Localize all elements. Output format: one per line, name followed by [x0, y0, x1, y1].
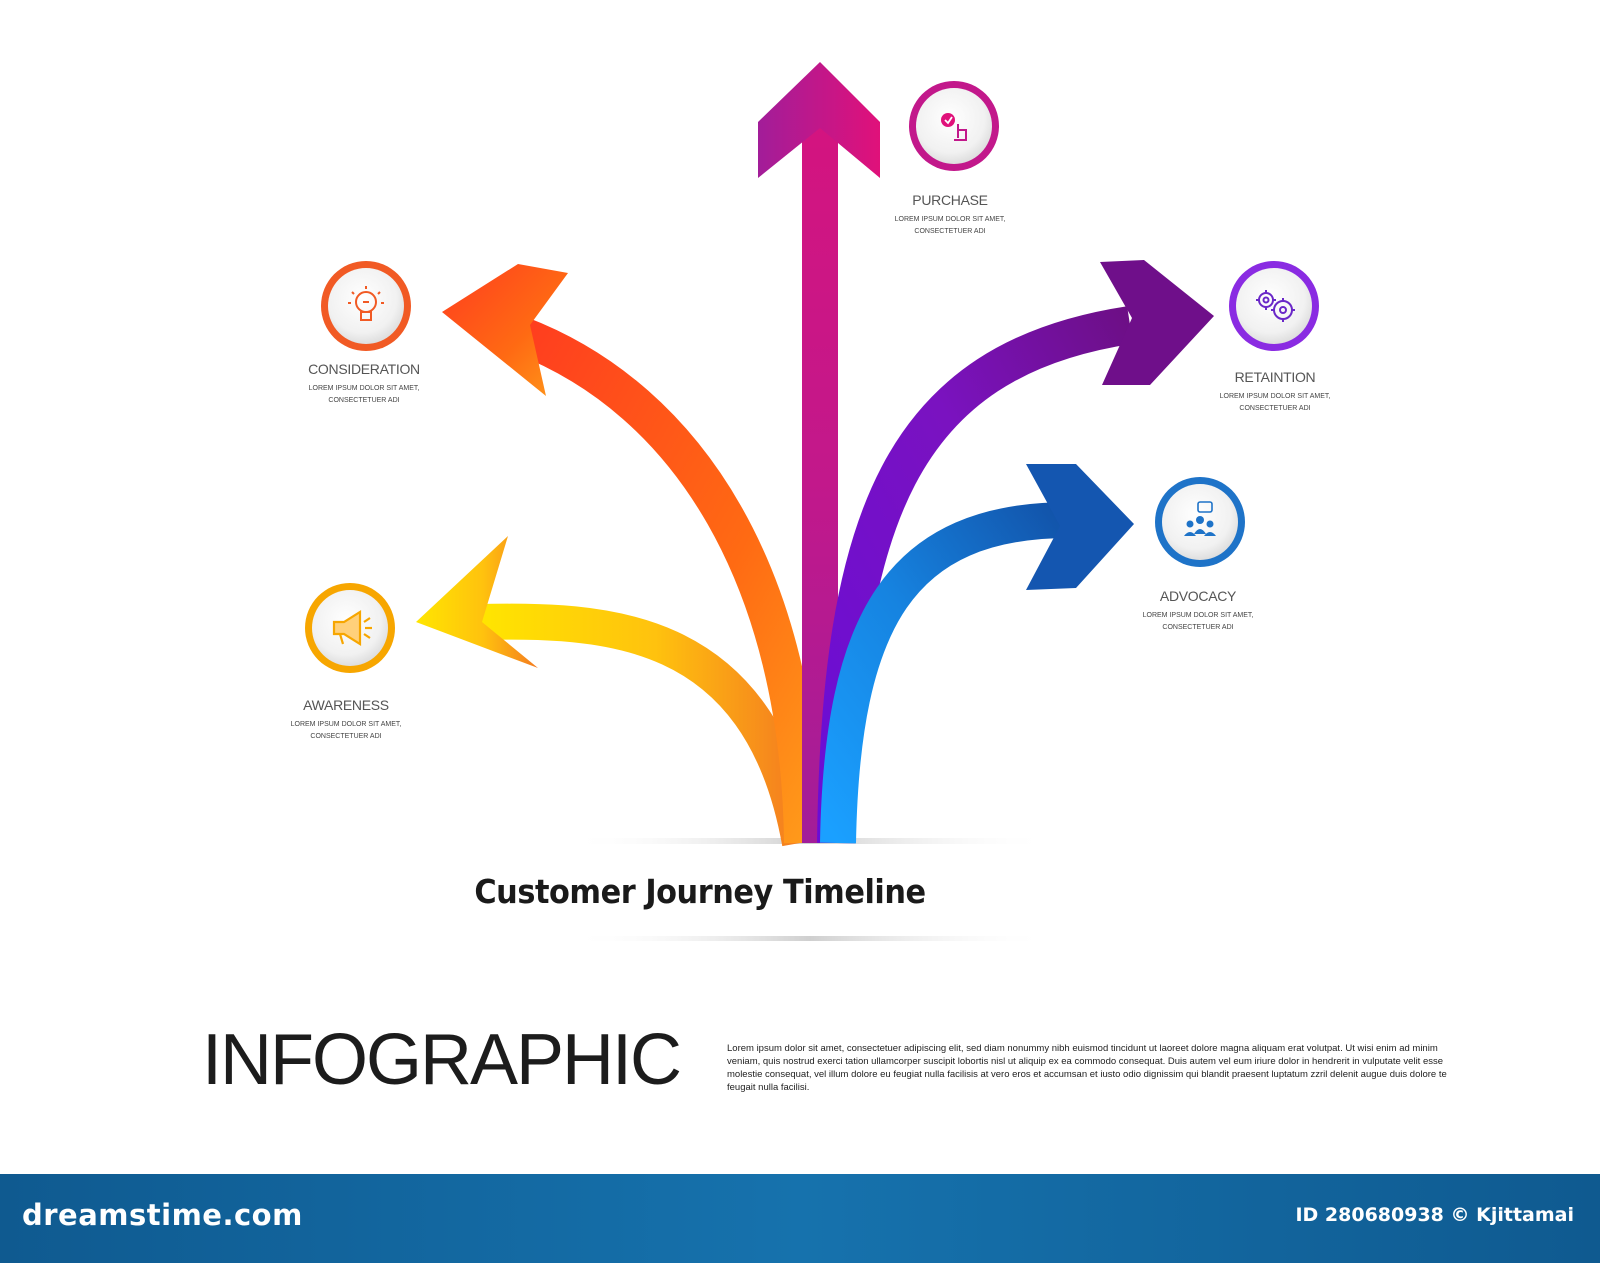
stage-desc: LOREM IPSUM DOLOR SIT AMET, CONSECTETUER…	[894, 216, 1006, 235]
stage-title: RETAINTION	[1234, 369, 1316, 385]
stage-title: AWARENESS	[303, 697, 389, 713]
stage-desc: LOREM IPSUM DOLOR SIT AMET, CONSECTETUER…	[290, 721, 402, 740]
click-hand-icon	[941, 113, 967, 141]
image-credit: ID 280680938 © Kjittamai	[1295, 1204, 1574, 1226]
consideration-badge	[321, 261, 411, 351]
body-paragraph: Lorem ipsum dolor sit amet, consectetuer…	[727, 1043, 1447, 1093]
stage-title: PURCHASE	[912, 192, 988, 208]
purchase-arrow	[758, 62, 880, 843]
purchase-label-group: PURCHASE LOREM IPSUM DOLOR SIT AMET, CON…	[850, 192, 1050, 238]
people-chat-icon	[1184, 501, 1216, 536]
stage-desc: LOREM IPSUM DOLOR SIT AMET, CONSECTETUER…	[1142, 612, 1254, 631]
diagram-title: Customer Journey Timeline	[474, 872, 926, 911]
stage-title: ADVOCACY	[1159, 588, 1237, 604]
advocacy-badge	[1155, 477, 1245, 567]
purchase-badge	[909, 81, 999, 171]
awareness-badge	[305, 583, 395, 673]
brand-logo[interactable]: dreamstime.com	[22, 1198, 303, 1232]
infographic-heading: INFOGRAPHIC	[202, 1020, 682, 1100]
advocacy-label-group: ADVOCACY LOREM IPSUM DOLOR SIT AMET, CON…	[1098, 588, 1298, 634]
megaphone-icon	[332, 610, 372, 646]
consideration-arrow	[442, 264, 822, 844]
retaintion-arrow	[817, 260, 1214, 844]
retaintion-label-group: RETAINTION LOREM IPSUM DOLOR SIT AMET, C…	[1175, 369, 1375, 415]
lightbulb-icon	[348, 286, 384, 321]
retaintion-badge	[1229, 261, 1319, 351]
ground-line-bottom	[570, 936, 1050, 941]
stage-desc: LOREM IPSUM DOLOR SIT AMET, CONSECTETUER…	[1219, 393, 1331, 412]
stage-title: CONSIDERATION	[308, 361, 420, 377]
advocacy-arrow	[820, 464, 1134, 844]
gears-icon	[1256, 290, 1295, 322]
consideration-label-group: CONSIDERATION LOREM IPSUM DOLOR SIT AMET…	[264, 361, 464, 407]
awareness-arrow	[416, 536, 818, 847]
awareness-label-group: AWARENESS LOREM IPSUM DOLOR SIT AMET, CO…	[246, 697, 446, 743]
stage-desc: LOREM IPSUM DOLOR SIT AMET, CONSECTETUER…	[308, 385, 420, 404]
footer-bar: dreamstime.com ID 280680938 © Kjittamai	[0, 1174, 1600, 1263]
